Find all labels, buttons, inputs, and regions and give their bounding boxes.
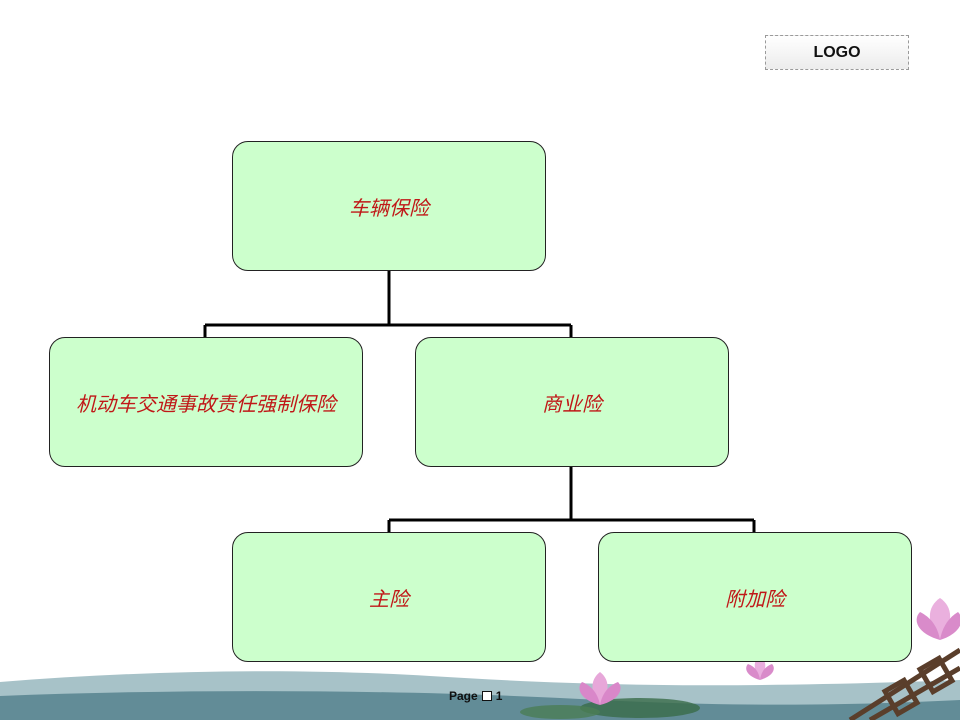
node-main-insurance: 主险 bbox=[232, 532, 546, 662]
logo-placeholder: LOGO bbox=[765, 35, 909, 70]
page-label: Page bbox=[449, 689, 478, 703]
page-footer: Page 1 bbox=[449, 689, 502, 703]
square-icon bbox=[481, 691, 492, 701]
page-number: 1 bbox=[495, 689, 503, 703]
node-vehicle-insurance: 车辆保险 bbox=[232, 141, 546, 271]
node-additional-insurance: 附加险 bbox=[598, 532, 912, 662]
node-commercial-insurance: 商业险 bbox=[415, 337, 729, 467]
node-compulsory-traffic-insurance: 机动车交通事故责任强制保险 bbox=[49, 337, 363, 467]
